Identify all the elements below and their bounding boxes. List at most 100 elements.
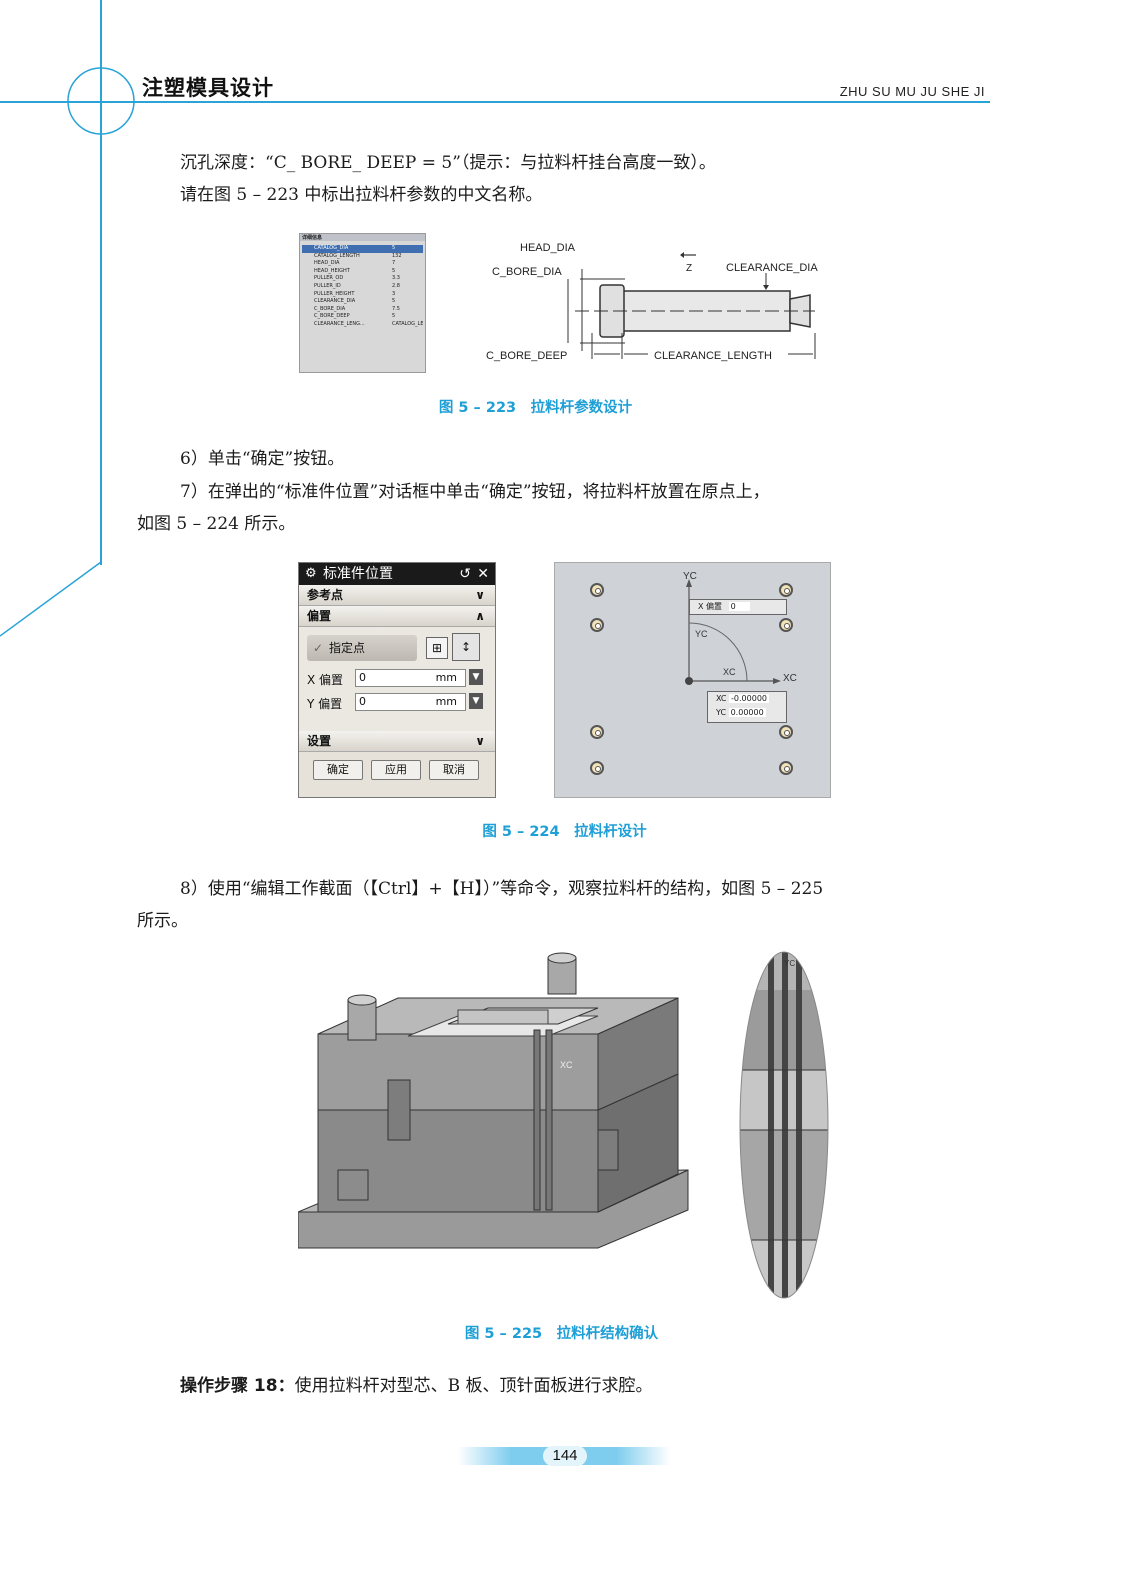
yc-tag: YC	[784, 959, 795, 968]
point-dialog-button[interactable]: ⊞	[426, 637, 448, 659]
parameter-name: CATALOG_DIA	[314, 245, 349, 251]
dialog-title: 标准件位置	[323, 566, 393, 582]
x-offset-value: 0	[359, 671, 366, 684]
cad-plate-view: YC YC XC XC X 偏置 0 XC -0.00000 YC 0.0000…	[554, 562, 831, 798]
plate-hole	[779, 618, 793, 632]
checkmark-icon: ✓	[313, 641, 324, 655]
plate-hole	[779, 725, 793, 739]
parameter-name: CLEARANCE_DIA	[314, 298, 356, 305]
step-18-paragraph: 操作步骤 18：使用拉料杆对型芯、B 板、顶针面板进行求腔。	[180, 1373, 652, 1399]
plate-hole	[590, 761, 604, 775]
parameter-row[interactable]: CATALOG_DIA 5	[302, 245, 423, 253]
page-number: 144	[543, 1446, 587, 1466]
figure-5-225-caption: 图 5 – 225 拉料杆结构确认	[464, 1326, 659, 1342]
specify-point-row[interactable]: ✓ 指定点	[307, 635, 417, 661]
step-8-paragraph: 8）使用“编辑工作截面（【Ctrl】+【H】）”等命令，观察拉料杆的结构，如图 …	[180, 879, 824, 899]
parameter-name: HEAD_DIA	[314, 260, 340, 267]
label-c-bore-deep: C_BORE_DEEP	[486, 350, 567, 362]
dialog-title-bar: ⚙ 标准件位置 ↺ ✕	[299, 563, 495, 585]
y-offset-input[interactable]: 0 mm	[355, 693, 466, 711]
parameter-value: 5	[392, 313, 396, 320]
onscreen-xc-label: XC	[716, 694, 727, 703]
parameter-value: 5	[392, 267, 396, 274]
onscreen-xc-value: -0.00000	[729, 694, 769, 703]
standard-part-position-dialog: ⚙ 标准件位置 ↺ ✕ 参考点 ∨ 偏置 ∧ ✓ 指定点 ⊞ ↕ X 偏置 0 …	[298, 562, 496, 798]
apply-button[interactable]: 应用	[371, 760, 421, 780]
onscreen-x-offset-box[interactable]: X 偏置 0	[689, 599, 787, 615]
chevron-down-icon: ∨	[475, 588, 485, 602]
label-head-dia: HEAD_DIA	[520, 242, 576, 254]
header-rule	[0, 101, 990, 103]
parameter-value: 7	[392, 260, 396, 267]
section-offset-label: 偏置	[307, 609, 332, 623]
puller-section-view: YC	[739, 951, 829, 1299]
step-18-label: 操作步骤 18：	[180, 1376, 295, 1396]
section-settings[interactable]: 设置 ∨	[299, 731, 495, 752]
cancel-button[interactable]: 取消	[429, 760, 479, 780]
parameter-name: HEAD_HEIGHT	[314, 267, 350, 274]
x-offset-input[interactable]: 0 mm	[355, 669, 466, 687]
x-offset-label: X 偏置	[307, 673, 344, 687]
onscreen-x-offset-label: X 偏置	[698, 602, 723, 611]
reset-icon[interactable]: ↺	[459, 566, 471, 582]
section-settings-label: 设置	[307, 734, 332, 748]
x-offset-stepper[interactable]: ▼	[469, 669, 483, 685]
section-reference-point-label: 参考点	[307, 588, 344, 602]
margin-vertical-rule	[100, 0, 102, 565]
y-offset-value: 0	[359, 695, 366, 708]
parameter-name: C_BORE_DIA	[314, 305, 346, 312]
parameter-row[interactable]: CLEARANCE_LENG...CATALOG_LEN	[302, 321, 423, 329]
onscreen-coordinate-box[interactable]: XC -0.00000 YC 0.00000	[707, 691, 787, 723]
xc-arc-label: XC	[723, 667, 736, 677]
parameter-name: CLEARANCE_LENG...	[314, 320, 365, 327]
yc-arc-label: YC	[695, 629, 708, 639]
onscreen-yc-label: YC	[716, 708, 727, 717]
point-constructor-button[interactable]: ↕	[452, 633, 480, 661]
parameter-value: 3	[392, 290, 396, 297]
section-reference-point[interactable]: 参考点 ∨	[299, 585, 495, 606]
step-7-paragraph: 7）在弹出的“标准件位置”对话框中单击“确定”按钮，将拉料杆放置在原点上，	[180, 482, 770, 502]
book-title-pinyin: ZHU SU MU JU SHE JI	[839, 84, 985, 99]
x-offset-unit: mm	[435, 671, 457, 684]
parameter-name: PULLER_HEIGHT	[314, 290, 355, 297]
paragraph-bore-depth: 沉孔深度：“C_ BORE_ DEEP = 5”（提示：与拉料杆挂台高度一致）。	[180, 153, 716, 173]
margin-diagonal-rule	[0, 561, 102, 637]
y-offset-label: Y 偏置	[307, 697, 343, 711]
section-offset[interactable]: 偏置 ∧	[299, 606, 495, 627]
header-circle-ornament	[67, 67, 135, 135]
plate-hole	[779, 583, 793, 597]
step-18-text: 使用拉料杆对型芯、B 板、顶针面板进行求腔。	[294, 1376, 653, 1396]
chevron-up-icon: ∧	[475, 609, 485, 623]
parameter-row[interactable]: HEAD_DIA 7	[302, 260, 423, 268]
ok-button[interactable]: 确定	[313, 760, 363, 780]
y-offset-stepper[interactable]: ▼	[469, 693, 483, 709]
specify-point-label: 指定点	[329, 641, 366, 655]
mold-assembly-render: XC	[298, 950, 714, 1300]
gear-icon: ⚙	[305, 566, 317, 581]
parameter-row[interactable]: PULLER_HEIGHT 3	[302, 291, 423, 299]
parameter-list-header: 详细信息	[300, 234, 425, 241]
plate-hole	[590, 725, 604, 739]
label-clearance-dia: CLEARANCE_DIA	[726, 262, 818, 274]
y-offset-unit: mm	[435, 695, 457, 708]
yc-axis-label: YC	[683, 571, 697, 582]
paragraph-instruction: 请在图 5 – 223 中标出拉料杆参数的中文名称。	[180, 185, 543, 205]
step-6-paragraph: 6）单击“确定”按钮。	[180, 449, 345, 469]
parameter-value: 5	[392, 245, 396, 251]
xc-axis-label: XC	[783, 673, 797, 684]
label-c-bore-dia: C_BORE_DIA	[492, 266, 562, 278]
book-title: 注塑模具设计	[142, 76, 274, 100]
onscreen-yc-value: 0.00000	[728, 708, 766, 717]
plate-hole	[590, 583, 604, 597]
label-clearance-length: CLEARANCE_LENGTH	[654, 350, 772, 362]
parameter-row[interactable]: HEAD_HEIGHT 5	[302, 268, 423, 276]
step-8-paragraph-cont: 所示。	[137, 911, 188, 931]
close-icon[interactable]: ✕	[477, 566, 489, 582]
plate-hole	[590, 618, 604, 632]
